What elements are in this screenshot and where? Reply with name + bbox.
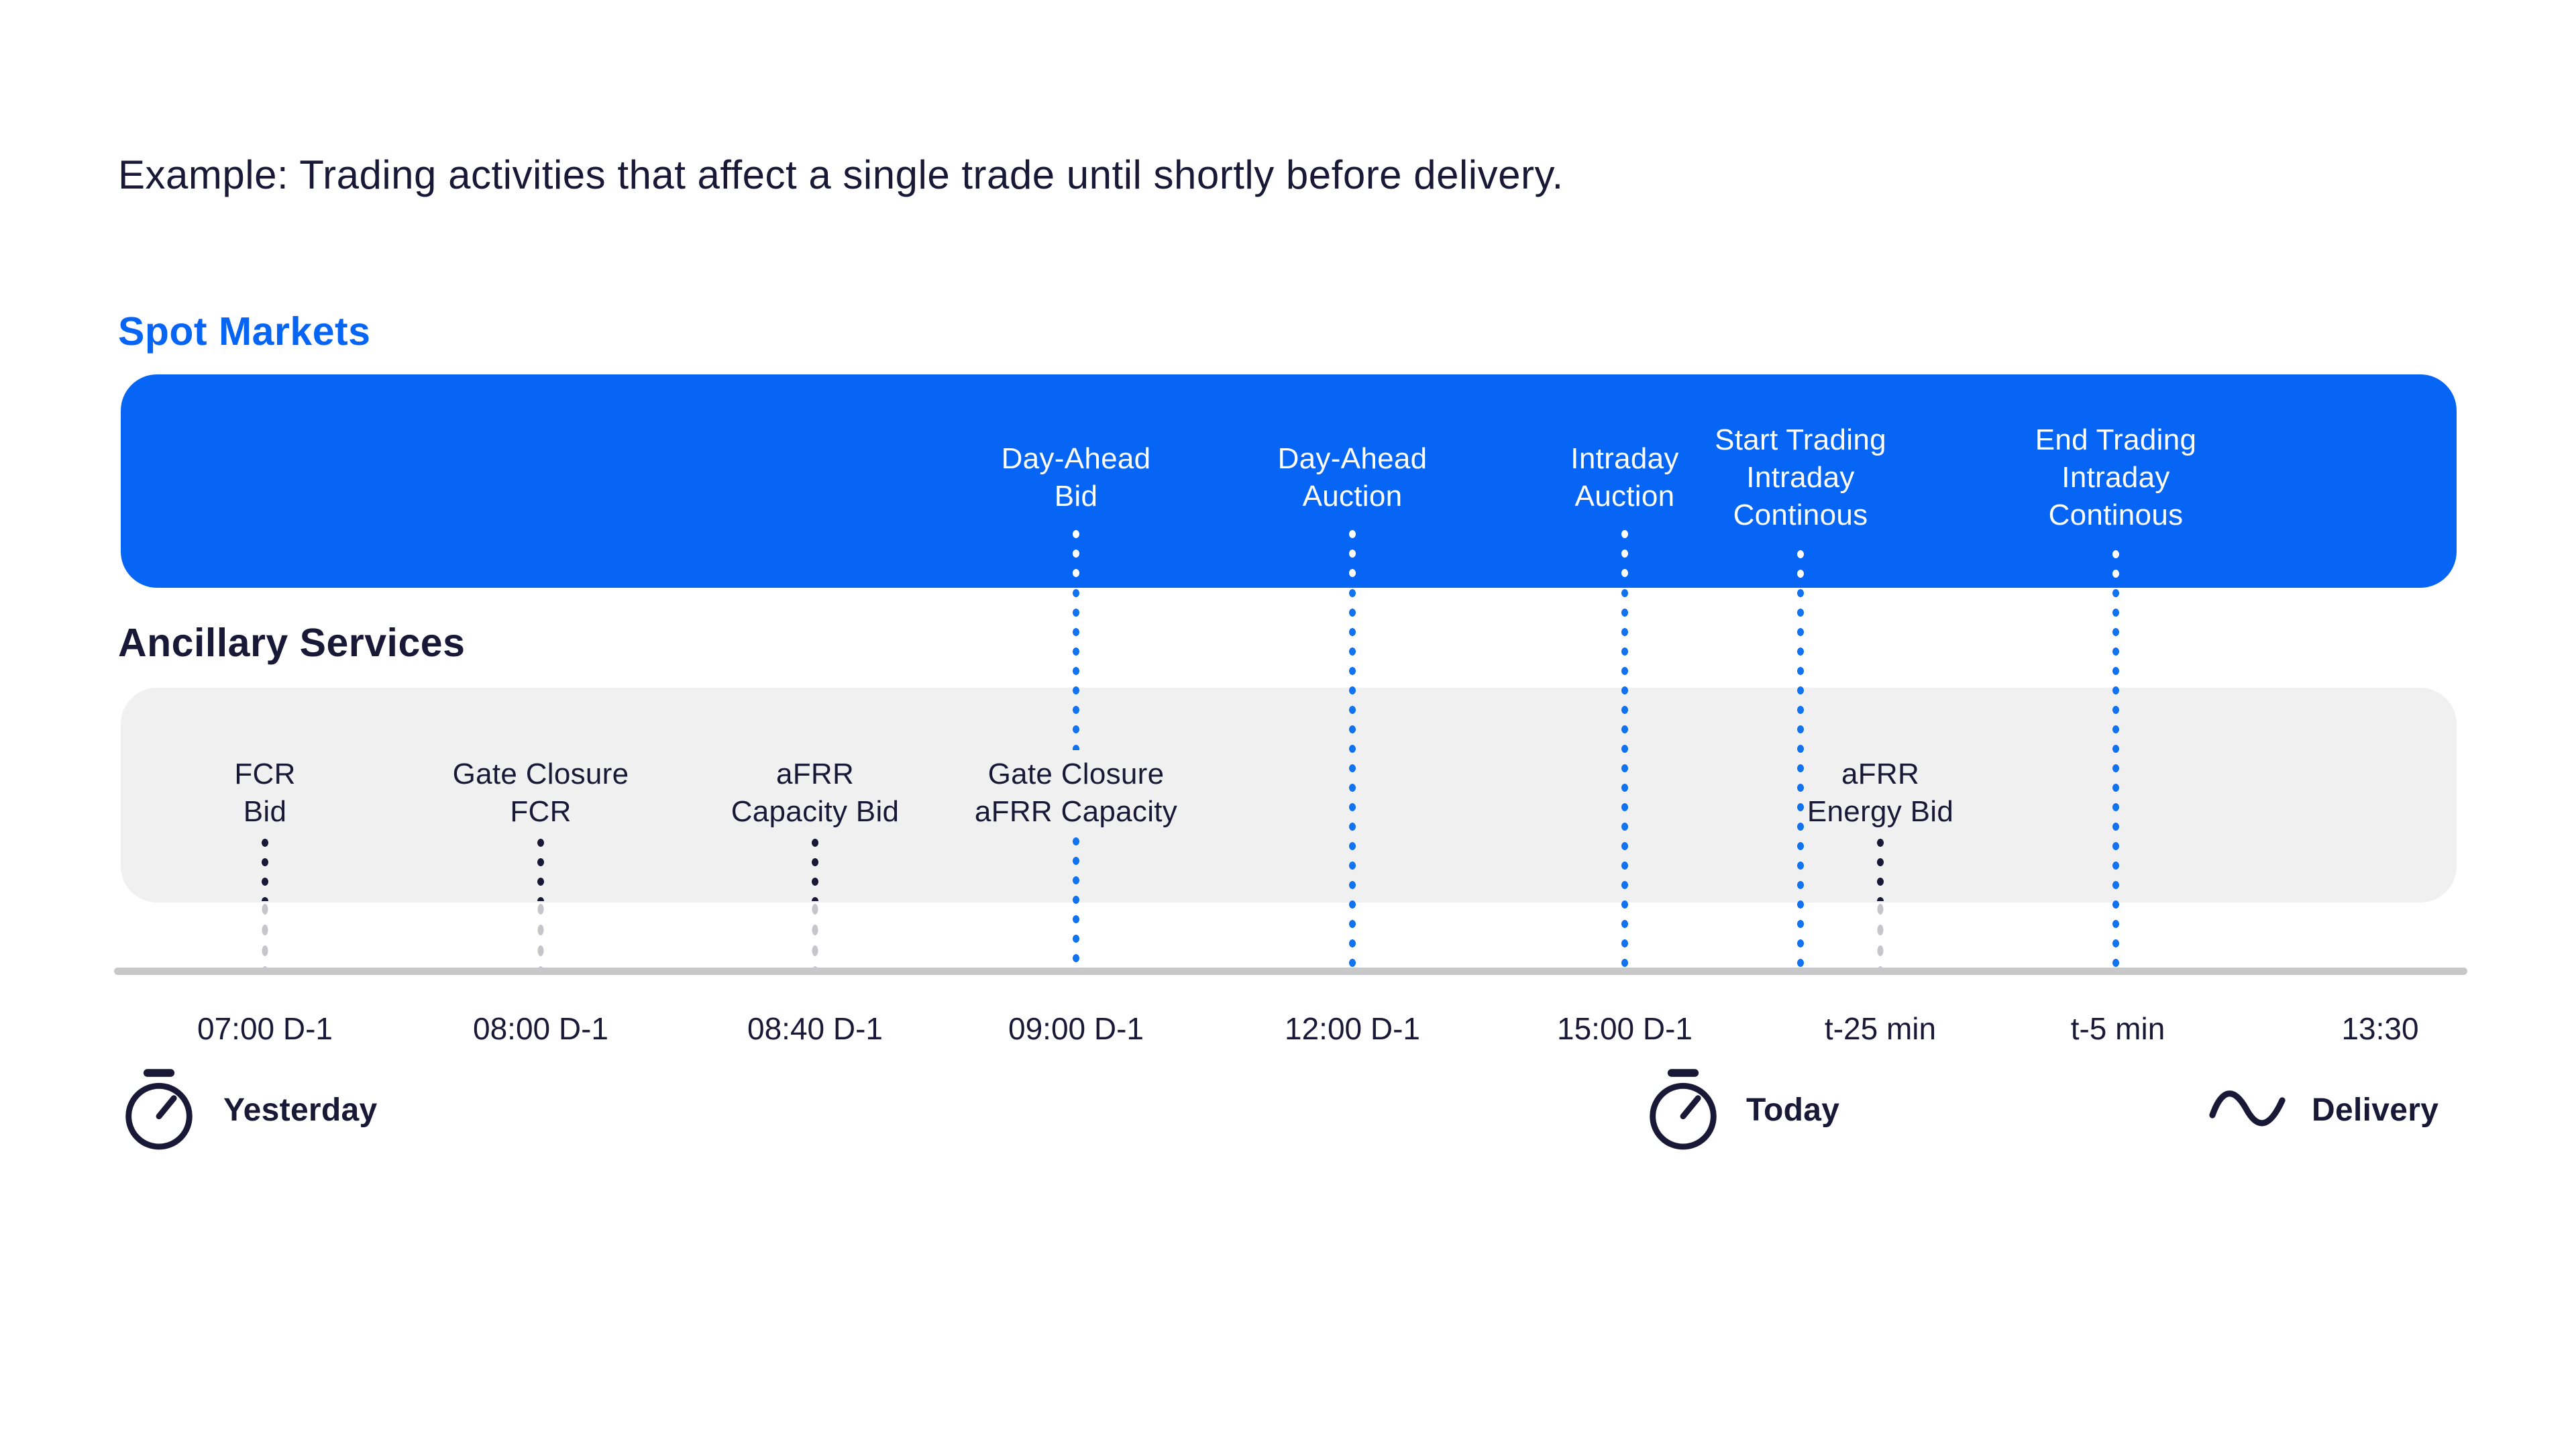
tick-1200-d1: 12:00 D-1: [1284, 1011, 1421, 1046]
spot-event-start-trading-intraday-continous: Start Trading Intraday Continous: [1715, 423, 1886, 531]
tick-0900-d1: 09:00 D-1: [1008, 1011, 1144, 1046]
legend-delivery-label: Delivery: [2312, 1092, 2439, 1128]
dotted-line-gray: [811, 902, 819, 968]
stopwatch-icon: [1650, 1069, 1717, 1150]
dotted-line-blue: [1621, 588, 1629, 968]
anc-event-fcr-bid: FCR Bid: [234, 758, 296, 828]
dotted-line-white: [2112, 549, 2120, 588]
tick-1500-d1: 15:00 D-1: [1556, 1011, 1693, 1046]
dotted-line-blue: [1072, 588, 1080, 750]
timeline-axis: [114, 968, 2467, 975]
ancillary-services-heading: Ancillary Services: [118, 621, 466, 665]
page-title: Example: Trading activities that affect …: [118, 152, 1564, 197]
spot-markets-band: [121, 374, 2457, 588]
spot-markets-heading: Spot Markets: [118, 309, 371, 354]
spot-event-day-ahead-auction: Day-Ahead Auction: [1277, 442, 1428, 513]
dotted-line-gray: [261, 902, 269, 968]
stopwatch-icon: [125, 1069, 193, 1150]
tick-1330: 13:30: [2341, 1011, 2419, 1046]
legend-yesterday: Yesterday: [123, 1068, 378, 1151]
dotted-line-blue: [2112, 588, 2120, 968]
dotted-line-blue: [1072, 836, 1080, 968]
wave-icon: [2209, 1090, 2286, 1127]
spot-event-end-trading-intraday-continous: End Trading Intraday Continous: [2035, 423, 2197, 531]
ancillary-services-band: [121, 688, 2457, 902]
dotted-line-gray: [537, 902, 545, 968]
anc-event-afrr-energy-bid: aFRR Energy Bid: [1807, 758, 1954, 828]
dotted-line-gray: [1876, 902, 1884, 968]
dotted-line-white: [1621, 529, 1629, 588]
dotted-line-white: [1072, 529, 1080, 588]
anc-event-afrr-capacity-bid: aFRR Capacity Bid: [731, 758, 900, 828]
dotted-line-white: [1796, 549, 1805, 588]
spot-event-day-ahead-bid: Day-Ahead Bid: [1001, 442, 1151, 513]
tick-0800-d1: 08:00 D-1: [472, 1011, 609, 1046]
tick-0700-d1: 07:00 D-1: [197, 1011, 333, 1046]
dotted-line-dark: [811, 837, 819, 901]
dotted-line-blue: [1348, 588, 1356, 968]
anc-event-gate-closure-afrr-capacity: Gate Closure aFRR Capacity: [974, 758, 1178, 828]
dotted-line-dark: [261, 837, 269, 901]
dotted-line-dark: [1876, 837, 1884, 901]
spot-event-intraday-auction: Intraday Auction: [1570, 442, 1679, 513]
tick-t-25-min: t-25 min: [1824, 1011, 1937, 1046]
dotted-line-white: [1348, 529, 1356, 588]
tick-t-5-min: t-5 min: [2070, 1011, 2165, 1046]
legend-today: Today: [1647, 1068, 1839, 1151]
legend-today-label: Today: [1746, 1092, 1840, 1128]
tick-0840-d1: 08:40 D-1: [747, 1011, 883, 1046]
anc-event-gate-closure-fcr: Gate Closure FCR: [452, 758, 629, 828]
legend-yesterday-label: Yesterday: [223, 1092, 378, 1128]
legend-delivery: Delivery: [2207, 1068, 2438, 1151]
dotted-line-blue: [1796, 588, 1805, 968]
dotted-line-dark: [537, 837, 545, 901]
